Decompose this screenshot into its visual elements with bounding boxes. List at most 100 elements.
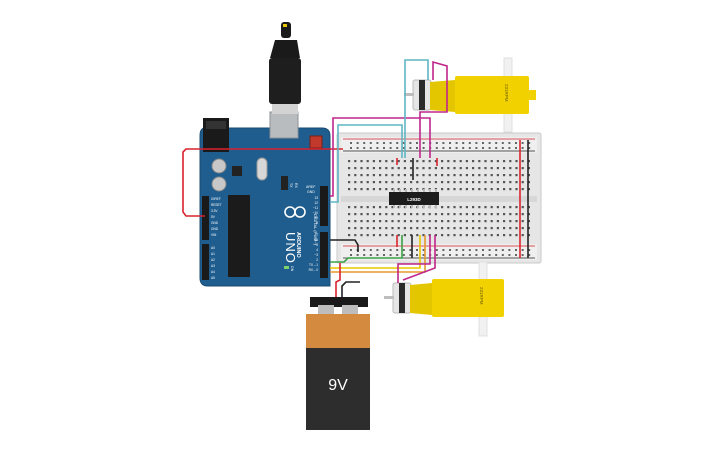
breadboard-hole[interactable] [472,188,475,191]
breadboard-hole[interactable] [459,181,462,184]
breadboard-hole[interactable] [447,234,450,237]
breadboard-hole[interactable] [379,160,382,163]
breadboard-hole[interactable] [503,234,506,237]
rail-hole[interactable] [435,147,438,149]
rail-hole[interactable] [501,249,504,251]
breadboard-hole[interactable] [385,188,388,191]
breadboard-hole[interactable] [397,227,400,230]
breadboard-hole[interactable] [403,167,406,170]
rail-hole[interactable] [389,249,392,251]
rail-hole[interactable] [356,142,359,144]
breadboard-hole[interactable] [453,167,456,170]
breadboard-hole[interactable] [459,167,462,170]
rail-hole[interactable] [528,147,531,149]
rail-hole[interactable] [462,147,465,149]
rail-hole[interactable] [482,249,484,251]
breadboard-hole[interactable] [416,234,419,237]
breadboard-hole[interactable] [422,160,425,163]
rail-hole[interactable] [488,147,491,149]
breadboard-hole[interactable] [397,174,400,177]
rail-hole[interactable] [396,254,399,256]
breadboard-hole[interactable] [348,213,351,216]
breadboard-hole[interactable] [515,213,518,216]
rail-hole[interactable] [369,142,372,144]
breadboard-hole[interactable] [453,234,456,237]
rail-hole[interactable] [363,142,366,144]
rail-hole[interactable] [356,147,359,149]
breadboard-hole[interactable] [465,160,468,163]
breadboard-hole[interactable] [478,220,481,223]
breadboard-hole[interactable] [379,213,382,216]
rail-hole[interactable] [508,142,511,144]
breadboard-hole[interactable] [354,227,357,230]
breadboard-hole[interactable] [447,188,450,191]
breadboard-hole[interactable] [496,160,499,163]
breadboard-hole[interactable] [403,160,406,163]
rail-hole[interactable] [508,254,511,256]
breadboard-hole[interactable] [403,181,406,184]
breadboard-hole[interactable] [403,188,406,191]
rail-hole[interactable] [389,142,392,144]
breadboard-hole[interactable] [422,234,425,237]
breadboard-hole[interactable] [428,220,431,223]
breadboard-hole[interactable] [360,206,363,209]
rail-hole[interactable] [402,254,405,256]
breadboard-hole[interactable] [379,206,382,209]
breadboard-hole[interactable] [397,181,400,184]
breadboard-hole[interactable] [490,167,493,170]
breadboard-hole[interactable] [490,174,493,177]
breadboard-hole[interactable] [521,188,524,191]
rail-hole[interactable] [356,254,359,256]
breadboard-hole[interactable] [441,227,444,230]
breadboard-hole[interactable] [521,234,524,237]
breadboard-hole[interactable] [496,220,499,223]
breadboard-hole[interactable] [397,220,400,223]
breadboard-hole[interactable] [515,227,518,230]
rail-hole[interactable] [350,147,352,149]
rail-hole[interactable] [442,142,445,144]
breadboard-hole[interactable] [348,220,351,223]
rail-hole[interactable] [488,249,491,251]
breadboard-hole[interactable] [503,227,506,230]
breadboard-hole[interactable] [379,181,382,184]
breadboard-hole[interactable] [385,234,388,237]
rail-hole[interactable] [363,147,366,149]
breadboard-hole[interactable] [348,206,351,209]
breadboard-hole[interactable] [527,174,530,177]
breadboard-hole[interactable] [348,188,351,191]
breadboard-hole[interactable] [410,174,413,177]
rail-hole[interactable] [383,142,385,144]
breadboard-hole[interactable] [360,220,363,223]
breadboard-hole[interactable] [397,234,400,237]
rail-hole[interactable] [495,249,498,251]
rail-hole[interactable] [475,147,478,149]
rail-hole[interactable] [442,249,445,251]
breadboard-hole[interactable] [360,227,363,230]
breadboard-hole[interactable] [465,167,468,170]
breadboard-hole[interactable] [478,188,481,191]
breadboard-hole[interactable] [496,181,499,184]
rail-hole[interactable] [462,254,465,256]
breadboard-hole[interactable] [360,174,363,177]
breadboard-hole[interactable] [354,213,357,216]
breadboard-hole[interactable] [496,206,499,209]
breadboard-hole[interactable] [509,167,512,170]
rail-hole[interactable] [435,249,438,251]
breadboard-hole[interactable] [509,181,512,184]
breadboard-hole[interactable] [478,181,481,184]
breadboard-hole[interactable] [515,206,518,209]
breadboard-hole[interactable] [527,220,530,223]
breadboard-hole[interactable] [472,167,475,170]
breadboard-hole[interactable] [391,234,394,237]
breadboard-hole[interactable] [465,174,468,177]
breadboard-hole[interactable] [372,160,375,163]
breadboard-hole[interactable] [478,234,481,237]
breadboard-hole[interactable] [459,160,462,163]
breadboard-hole[interactable] [515,167,518,170]
battery-9v[interactable]: 9V [306,297,370,430]
rail-hole[interactable] [402,142,405,144]
breadboard-hole[interactable] [447,160,450,163]
breadboard-hole[interactable] [366,206,369,209]
breadboard-hole[interactable] [428,174,431,177]
breadboard-hole[interactable] [527,188,530,191]
